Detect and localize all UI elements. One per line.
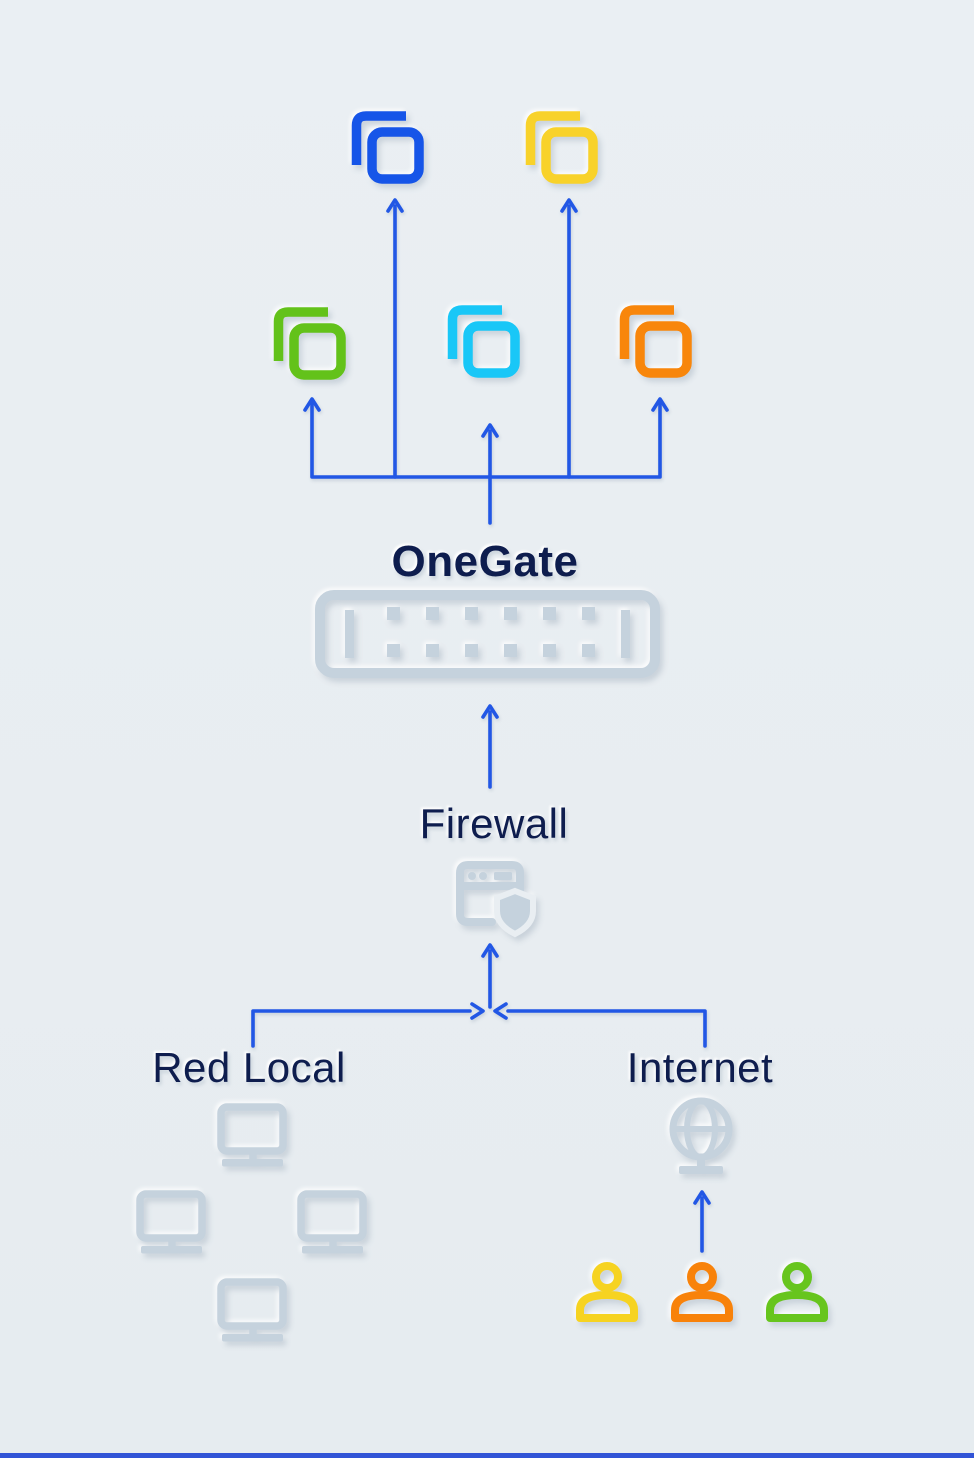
switch-left-bar bbox=[345, 610, 354, 658]
monitor-screen bbox=[217, 1103, 287, 1155]
monitor-icon-top bbox=[217, 1103, 287, 1167]
copy-icon-back-sheet bbox=[619, 305, 674, 359]
globe-stand-icon bbox=[669, 1097, 733, 1174]
user-icon-yellow bbox=[576, 1262, 638, 1322]
user-icon-green bbox=[766, 1262, 828, 1322]
arrowhead-from-internet bbox=[493, 1002, 508, 1020]
copy-icon-yellow bbox=[525, 111, 598, 184]
copy-icon-front-sheet bbox=[289, 323, 346, 380]
onegate-label: OneGate bbox=[391, 537, 579, 586]
arrowhead-users-to-globe bbox=[693, 1190, 711, 1205]
switch-ports-bottom-row bbox=[387, 644, 595, 657]
arrow-bracket-top bbox=[310, 402, 662, 479]
arrowhead-to-orange-app bbox=[651, 397, 669, 412]
copy-icon-front-sheet bbox=[367, 127, 424, 184]
user-body bbox=[766, 1291, 828, 1322]
firewall-label: Firewall bbox=[419, 800, 569, 847]
monitor-base bbox=[222, 1159, 283, 1167]
bottom-accent-bar bbox=[0, 1453, 974, 1458]
user-body bbox=[576, 1291, 638, 1322]
red-local-label: Red Local bbox=[152, 1044, 346, 1091]
monitor-screen bbox=[136, 1190, 206, 1242]
copy-icon-front-sheet bbox=[463, 321, 520, 378]
copy-icon-front-sheet bbox=[635, 321, 692, 378]
firewall-server-lights bbox=[468, 872, 512, 880]
user-body bbox=[671, 1291, 733, 1322]
monitor-screen bbox=[297, 1190, 367, 1242]
switch-ports-top-row bbox=[387, 607, 595, 620]
copy-icon-back-sheet bbox=[273, 307, 328, 361]
monitor-icon-left bbox=[136, 1190, 206, 1254]
monitor-base bbox=[302, 1246, 363, 1254]
switch-chassis bbox=[315, 590, 660, 678]
internet-label: Internet bbox=[626, 1044, 774, 1091]
copy-icon-orange bbox=[619, 305, 692, 378]
arrow-from-red-local bbox=[251, 1009, 472, 1048]
user-head bbox=[687, 1262, 717, 1292]
user-head bbox=[592, 1262, 622, 1292]
network-switch-icon bbox=[315, 590, 660, 678]
monitor-screen bbox=[217, 1278, 287, 1330]
copy-icon-front-sheet bbox=[541, 127, 598, 184]
arrowhead-into-firewall bbox=[481, 943, 499, 958]
shield-icon bbox=[494, 887, 536, 938]
monitor-icon-bottom bbox=[217, 1278, 287, 1342]
firewall-shield-icon bbox=[456, 861, 536, 938]
arrowhead-from-red-local bbox=[470, 1002, 485, 1020]
arrowhead-to-cyan-app bbox=[481, 423, 499, 438]
monitor-base bbox=[141, 1246, 202, 1254]
arrow-from-internet bbox=[506, 1009, 707, 1048]
user-head bbox=[782, 1262, 812, 1292]
firewall-server-outline bbox=[456, 861, 524, 926]
monitor-icon-right bbox=[297, 1190, 367, 1254]
arrowhead-to-blue-app bbox=[386, 198, 404, 213]
monitor-base bbox=[222, 1334, 283, 1342]
switch-right-bar bbox=[621, 610, 630, 658]
arrowhead-to-green-app bbox=[303, 397, 321, 412]
copy-icon-back-sheet bbox=[525, 111, 580, 165]
copy-icon-cyan bbox=[447, 305, 520, 378]
arrowhead-to-yellow-app bbox=[560, 198, 578, 213]
arrowhead-firewall-to-onegate bbox=[481, 704, 499, 719]
copy-icon-green bbox=[273, 307, 346, 380]
copy-icon-back-sheet bbox=[447, 305, 502, 359]
globe-base bbox=[679, 1166, 723, 1174]
copy-icon-blue bbox=[351, 111, 424, 184]
user-icon-orange bbox=[671, 1262, 733, 1322]
copy-icon-back-sheet bbox=[351, 111, 406, 165]
